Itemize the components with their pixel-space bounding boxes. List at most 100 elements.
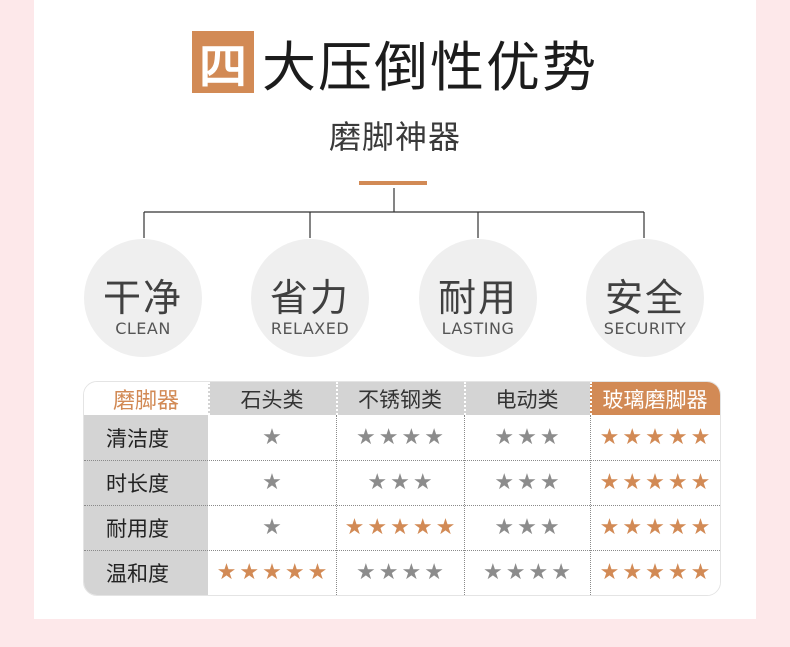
- header-divider: [336, 382, 338, 415]
- star-icon: ★: [645, 424, 665, 450]
- column-header: 不锈钢类: [336, 382, 464, 415]
- row-divider: [84, 460, 720, 461]
- feature-security: 安全 SECURITY: [586, 239, 704, 357]
- star-rating: ★★★★★: [217, 559, 328, 585]
- star-icon: ★: [494, 424, 515, 450]
- table-corner-header: 磨脚器: [84, 382, 208, 415]
- rating-cell: ★★★: [464, 505, 590, 550]
- feature-cn: 省力: [269, 276, 350, 320]
- star-icon: ★: [424, 559, 444, 585]
- subtitle: 磨脚神器: [328, 118, 461, 156]
- row-divider: [84, 505, 720, 506]
- feature-cn: 干净: [102, 276, 183, 320]
- star-icon: ★: [690, 514, 711, 540]
- rating-cell: ★★★★★: [590, 460, 720, 505]
- star-icon: ★: [539, 424, 560, 450]
- star-icon: ★: [307, 559, 328, 585]
- star-rating: ★★★★★: [600, 559, 711, 585]
- feature-en: CLEAN: [115, 319, 171, 338]
- star-icon: ★: [262, 424, 282, 450]
- rating-cell: ★★★★: [336, 550, 464, 595]
- star-icon: ★: [239, 559, 260, 585]
- row-label: 温和度: [84, 550, 208, 595]
- star-icon: ★: [412, 469, 433, 495]
- rating-cell: ★★★★: [336, 415, 464, 460]
- row-label: 清洁度: [84, 415, 208, 460]
- star-icon: ★: [690, 469, 711, 495]
- rating-cell: ★★★: [464, 460, 590, 505]
- star-icon: ★: [690, 559, 711, 585]
- rating-cell: ★: [208, 415, 336, 460]
- rating-cell: ★: [208, 505, 336, 550]
- star-icon: ★: [494, 469, 515, 495]
- star-rating: ★★★★★: [599, 469, 711, 495]
- feature-cn: 耐用: [437, 276, 518, 320]
- star-icon: ★: [667, 424, 688, 450]
- star-icon: ★: [367, 514, 388, 540]
- feature-relaxed: 省力 RELAXED: [251, 239, 369, 357]
- star-rating: ★★★★★: [344, 514, 456, 540]
- star-icon: ★: [539, 514, 560, 540]
- star-icon: ★: [390, 469, 410, 495]
- star-icon: ★: [622, 559, 643, 585]
- rating-cell: ★★★★★: [208, 550, 336, 595]
- star-rating: ★: [262, 424, 282, 450]
- star-icon: ★: [528, 559, 549, 585]
- star-rating: ★★★★★: [600, 514, 711, 540]
- header-divider: [208, 382, 210, 415]
- column-header: 石头类: [208, 382, 336, 415]
- star-icon: ★: [284, 559, 305, 585]
- star-icon: ★: [424, 424, 444, 450]
- star-rating: ★★★★: [483, 559, 571, 585]
- star-rating: ★★★★★: [599, 424, 711, 450]
- rating-cell: ★★★★★: [590, 505, 720, 550]
- row-label: 耐用度: [84, 505, 208, 550]
- star-icon: ★: [517, 514, 537, 540]
- feature-lasting: 耐用 LASTING: [419, 239, 537, 357]
- star-icon: ★: [401, 559, 422, 585]
- star-icon: ★: [599, 469, 620, 495]
- star-icon: ★: [494, 514, 515, 540]
- row-label: 时长度: [84, 460, 208, 505]
- page-title: 四 大压倒性优势: [0, 22, 790, 102]
- star-icon: ★: [645, 469, 665, 495]
- star-icon: ★: [599, 424, 620, 450]
- star-icon: ★: [645, 559, 665, 585]
- star-icon: ★: [378, 559, 399, 585]
- star-icon: ★: [412, 514, 433, 540]
- rating-cell: ★★★: [336, 460, 464, 505]
- star-icon: ★: [344, 514, 365, 540]
- column-header: 电动类: [464, 382, 590, 415]
- accent-bar: [359, 181, 427, 185]
- title-badge: 四: [192, 31, 254, 95]
- star-icon: ★: [262, 469, 282, 495]
- star-icon: ★: [401, 424, 422, 450]
- rating-cell: ★★★: [464, 415, 590, 460]
- column-header-highlight: 玻璃磨脚器: [590, 382, 720, 415]
- star-rating: ★★★★: [356, 559, 444, 585]
- rating-cell: ★★★★★: [590, 550, 720, 595]
- feature-clean: 干净 CLEAN: [84, 239, 202, 357]
- star-icon: ★: [645, 514, 665, 540]
- comparison-table: 磨脚器 石头类 不锈钢类 电动类 玻璃磨脚器 清洁度 时长度 耐用度 温和度 ★…: [83, 381, 721, 596]
- star-icon: ★: [367, 469, 388, 495]
- star-icon: ★: [667, 514, 688, 540]
- star-icon: ★: [622, 514, 643, 540]
- star-rating: ★★★: [367, 469, 433, 495]
- star-rating: ★★★★: [356, 424, 444, 450]
- star-rating: ★★★: [494, 469, 560, 495]
- rating-cell: ★★★★★: [336, 505, 464, 550]
- rating-cell: ★★★★★: [590, 415, 720, 460]
- title-text: 大压倒性优势: [262, 35, 598, 99]
- star-rating: ★★★: [494, 514, 560, 540]
- feature-cn: 安全: [604, 276, 685, 320]
- star-icon: ★: [262, 514, 282, 540]
- star-icon: ★: [667, 559, 688, 585]
- star-icon: ★: [517, 469, 537, 495]
- star-icon: ★: [539, 469, 560, 495]
- feature-en: LASTING: [441, 319, 515, 338]
- star-icon: ★: [390, 514, 410, 540]
- star-icon: ★: [622, 469, 643, 495]
- star-icon: ★: [356, 424, 376, 450]
